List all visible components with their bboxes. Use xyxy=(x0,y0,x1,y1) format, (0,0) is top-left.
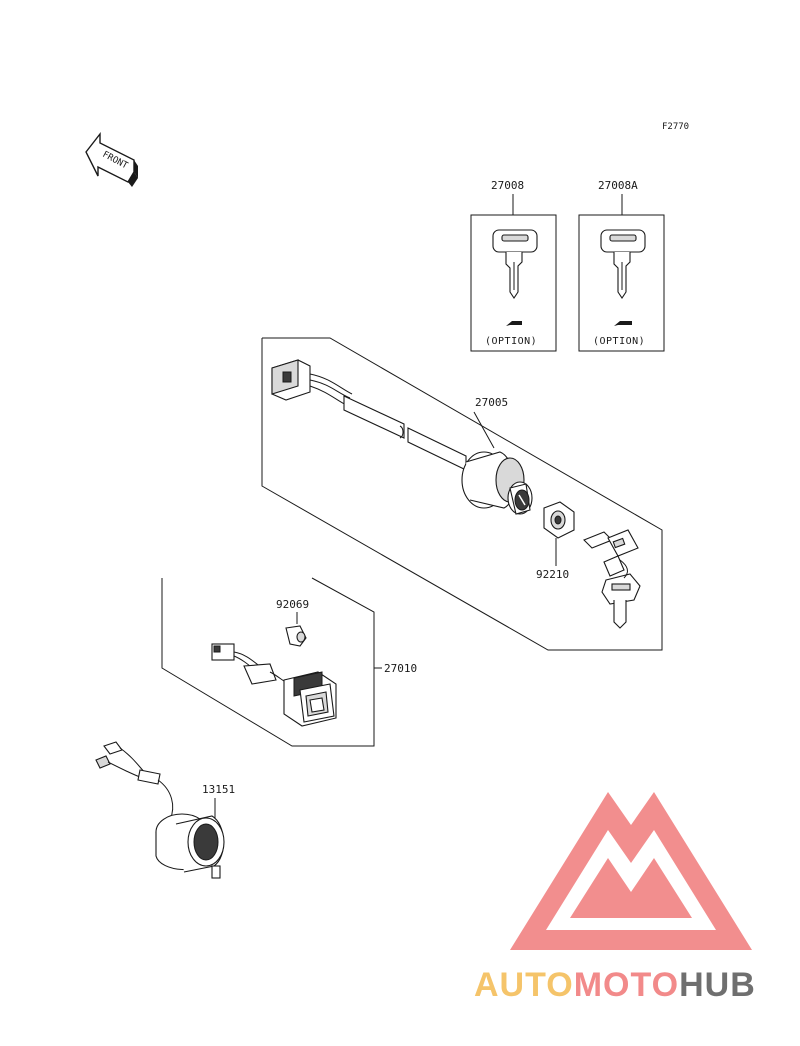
part-number-27005: 27005 xyxy=(475,396,508,409)
part-number-27008: 27008 xyxy=(491,179,524,192)
part-number-92210: 92210 xyxy=(536,568,569,581)
part-number-92069: 92069 xyxy=(276,598,309,611)
ignition-switch-body xyxy=(461,451,533,515)
logo-text-auto: AUTO xyxy=(474,966,574,1004)
part-number-27010: 27010 xyxy=(384,662,417,675)
key-option-box-27008A: 27008A (OPTION) xyxy=(578,179,665,352)
connector-icon xyxy=(271,359,311,401)
power-socket-icon xyxy=(155,813,225,879)
key-pair-icon xyxy=(583,529,641,629)
switch-assembly-group: 92069 27010 xyxy=(161,577,417,747)
logo-text-moto: MOTO xyxy=(574,966,679,1004)
socket-group: 13151 xyxy=(95,741,235,879)
socket-wires-icon xyxy=(95,741,174,821)
key-icon xyxy=(600,229,646,299)
key-icon xyxy=(492,229,538,299)
bulb-icon xyxy=(285,625,307,647)
part-number-13151: 13151 xyxy=(202,783,235,796)
svg-text:AUTOMOTOHUB: AUTOMOTOHUB xyxy=(474,966,756,1004)
figure-code: F2770 xyxy=(662,122,689,132)
option-label-a: (OPTION) xyxy=(485,336,537,347)
front-arrow-icon: FRONT xyxy=(85,131,138,187)
switch-connector-icon xyxy=(211,643,293,687)
automotohub-logo: AUTOMOTOHUB xyxy=(474,792,756,1004)
option-label-b: (OPTION) xyxy=(593,336,645,347)
hex-nut-icon xyxy=(543,501,575,539)
ignition-switch-group: 27005 92210 xyxy=(261,337,663,651)
part-number-27008A: 27008A xyxy=(598,179,638,192)
key-option-box-27008: 27008 (OPTION) xyxy=(470,179,557,352)
rocker-switch-icon xyxy=(283,671,337,727)
logo-text-hub: HUB xyxy=(679,966,756,1004)
